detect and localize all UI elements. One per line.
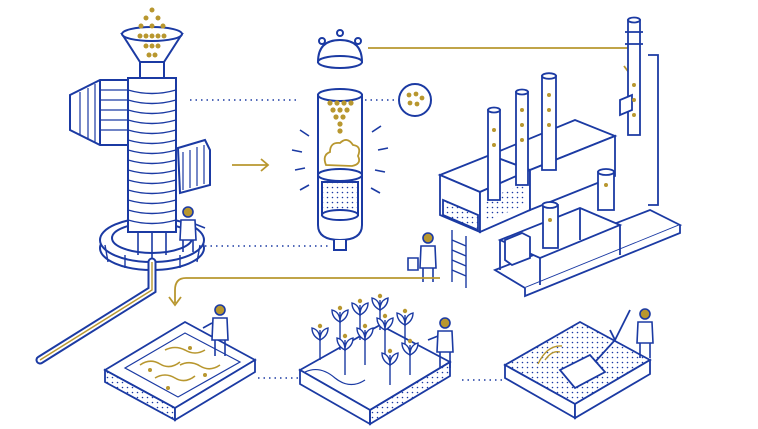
worker-figure xyxy=(407,232,437,282)
worker-figure xyxy=(636,308,654,358)
fermentation-tower-icon xyxy=(69,26,211,271)
capsule-lid xyxy=(316,29,364,69)
worker-figure xyxy=(202,304,229,356)
processing-plant-icon xyxy=(437,16,683,298)
capsule-reaction-icon xyxy=(291,29,389,251)
granule-magnifier-icon xyxy=(398,83,432,117)
crop-field-icon xyxy=(298,293,452,426)
worker-figure xyxy=(179,206,206,252)
reaction-cloud xyxy=(323,139,361,167)
outflow-pipe xyxy=(35,257,157,365)
arrow-right-icon xyxy=(232,158,270,172)
drum xyxy=(176,138,211,195)
glow-lines xyxy=(291,125,389,194)
ladder xyxy=(451,230,467,288)
grain-dots xyxy=(137,7,167,58)
trowel-plot-icon xyxy=(503,309,652,420)
plant-gold-marks xyxy=(492,83,636,222)
worker-figure xyxy=(427,317,454,368)
soil-plot-icon xyxy=(103,320,257,422)
gold-connector xyxy=(174,277,440,303)
gold-connector xyxy=(368,47,637,76)
